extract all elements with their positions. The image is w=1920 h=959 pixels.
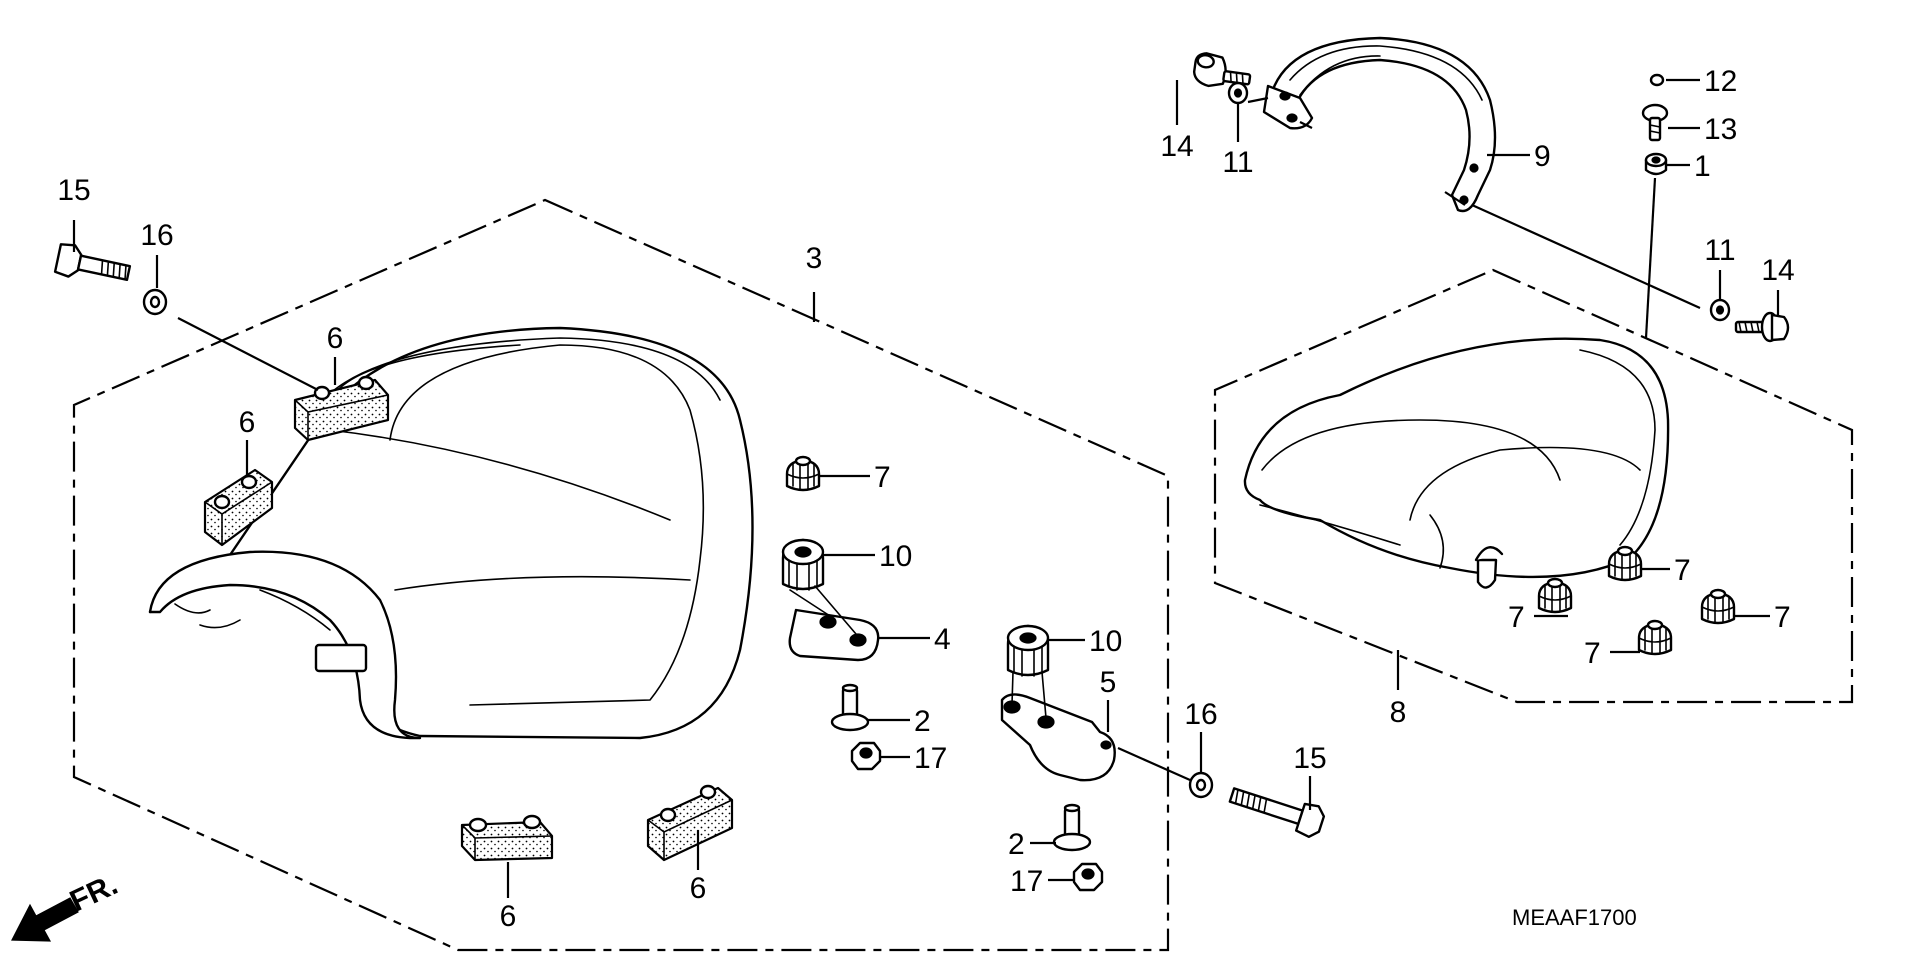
callout-17-front: 17 xyxy=(914,742,947,775)
callout-10-front: 10 xyxy=(879,540,912,573)
callout-11-top: 11 xyxy=(1222,146,1253,179)
callout-6-left: 6 xyxy=(239,406,256,439)
grommet-10-front xyxy=(781,538,825,592)
cap-12 xyxy=(1649,73,1665,87)
callout-7-rear-left: 7 xyxy=(1508,601,1525,634)
leader-lines xyxy=(72,78,1780,898)
callout-3: 3 xyxy=(806,242,823,275)
washer-16-right xyxy=(1188,771,1214,799)
callout-5: 5 xyxy=(1100,666,1117,699)
front-seat-group-outline xyxy=(72,198,1170,952)
washer-11-right xyxy=(1709,298,1731,322)
bolt-14-right xyxy=(1734,311,1790,343)
callout-4: 4 xyxy=(934,623,951,656)
callout-6-bottom-left: 6 xyxy=(500,900,517,933)
seat-foam-block-upper xyxy=(293,375,390,442)
callout-2-rear: 2 xyxy=(1008,828,1025,861)
seat-nut-7-rear-right xyxy=(1700,588,1736,625)
nut-17-rear xyxy=(1072,862,1104,892)
seat-foam-block-left xyxy=(203,468,274,547)
callout-6-upper: 6 xyxy=(327,322,344,355)
collar-2-rear xyxy=(1052,803,1092,852)
callout-10-rear: 10 xyxy=(1089,625,1122,658)
screw-13 xyxy=(1641,103,1669,142)
callout-13: 13 xyxy=(1704,113,1737,146)
callout-14-right: 14 xyxy=(1761,254,1794,287)
seat-foam-block-bottom-right xyxy=(646,784,734,862)
nut-17-front xyxy=(850,741,882,771)
seat-nut-7-rear-left xyxy=(1537,577,1573,614)
callout-2-front: 2 xyxy=(914,705,931,738)
callout-15-left: 15 xyxy=(57,174,90,207)
seat-bracket-5 xyxy=(1000,693,1116,782)
callout-7-rear-top: 7 xyxy=(1674,554,1691,587)
grommet-1 xyxy=(1644,152,1668,176)
washer-16-left xyxy=(142,288,168,316)
washer-11-top xyxy=(1227,81,1249,105)
seat-bolt-15-left xyxy=(53,243,132,282)
seat-bolt-15-right xyxy=(1228,787,1326,838)
callout-15-right: 15 xyxy=(1293,742,1326,775)
seat-nut-7-rear-bottom xyxy=(1637,619,1673,656)
diagram-code: MEAAF1700 xyxy=(1512,905,1637,930)
seat-bracket-4 xyxy=(788,608,880,662)
collar-2-front xyxy=(830,683,870,732)
front-direction-arrow: FR. xyxy=(11,868,123,942)
callout-16-left: 16 xyxy=(140,219,173,252)
seat-foam-block-bottom-left xyxy=(460,814,554,862)
callout-14-top: 14 xyxy=(1160,130,1193,163)
callout-12: 12 xyxy=(1704,65,1737,98)
callout-7-rear-bottom: 7 xyxy=(1584,637,1601,670)
callout-11-right: 11 xyxy=(1704,234,1735,267)
rear-seat xyxy=(1243,337,1670,589)
callout-6-bottom-right: 6 xyxy=(690,872,707,905)
callout-8: 8 xyxy=(1390,696,1407,729)
callout-16-right: 16 xyxy=(1184,698,1217,731)
callout-9: 9 xyxy=(1534,140,1551,173)
callout-1: 1 xyxy=(1694,150,1711,183)
callout-7-rear-right: 7 xyxy=(1774,601,1791,634)
callout-7-front: 7 xyxy=(874,461,891,494)
grommet-10-rear xyxy=(1006,624,1050,678)
front-seat xyxy=(148,326,754,740)
callout-17-rear: 17 xyxy=(1010,865,1043,898)
seat-nut-7-front xyxy=(785,455,821,492)
rear-seat-group-outline xyxy=(1213,268,1854,704)
grab-strap-9 xyxy=(1262,36,1497,213)
